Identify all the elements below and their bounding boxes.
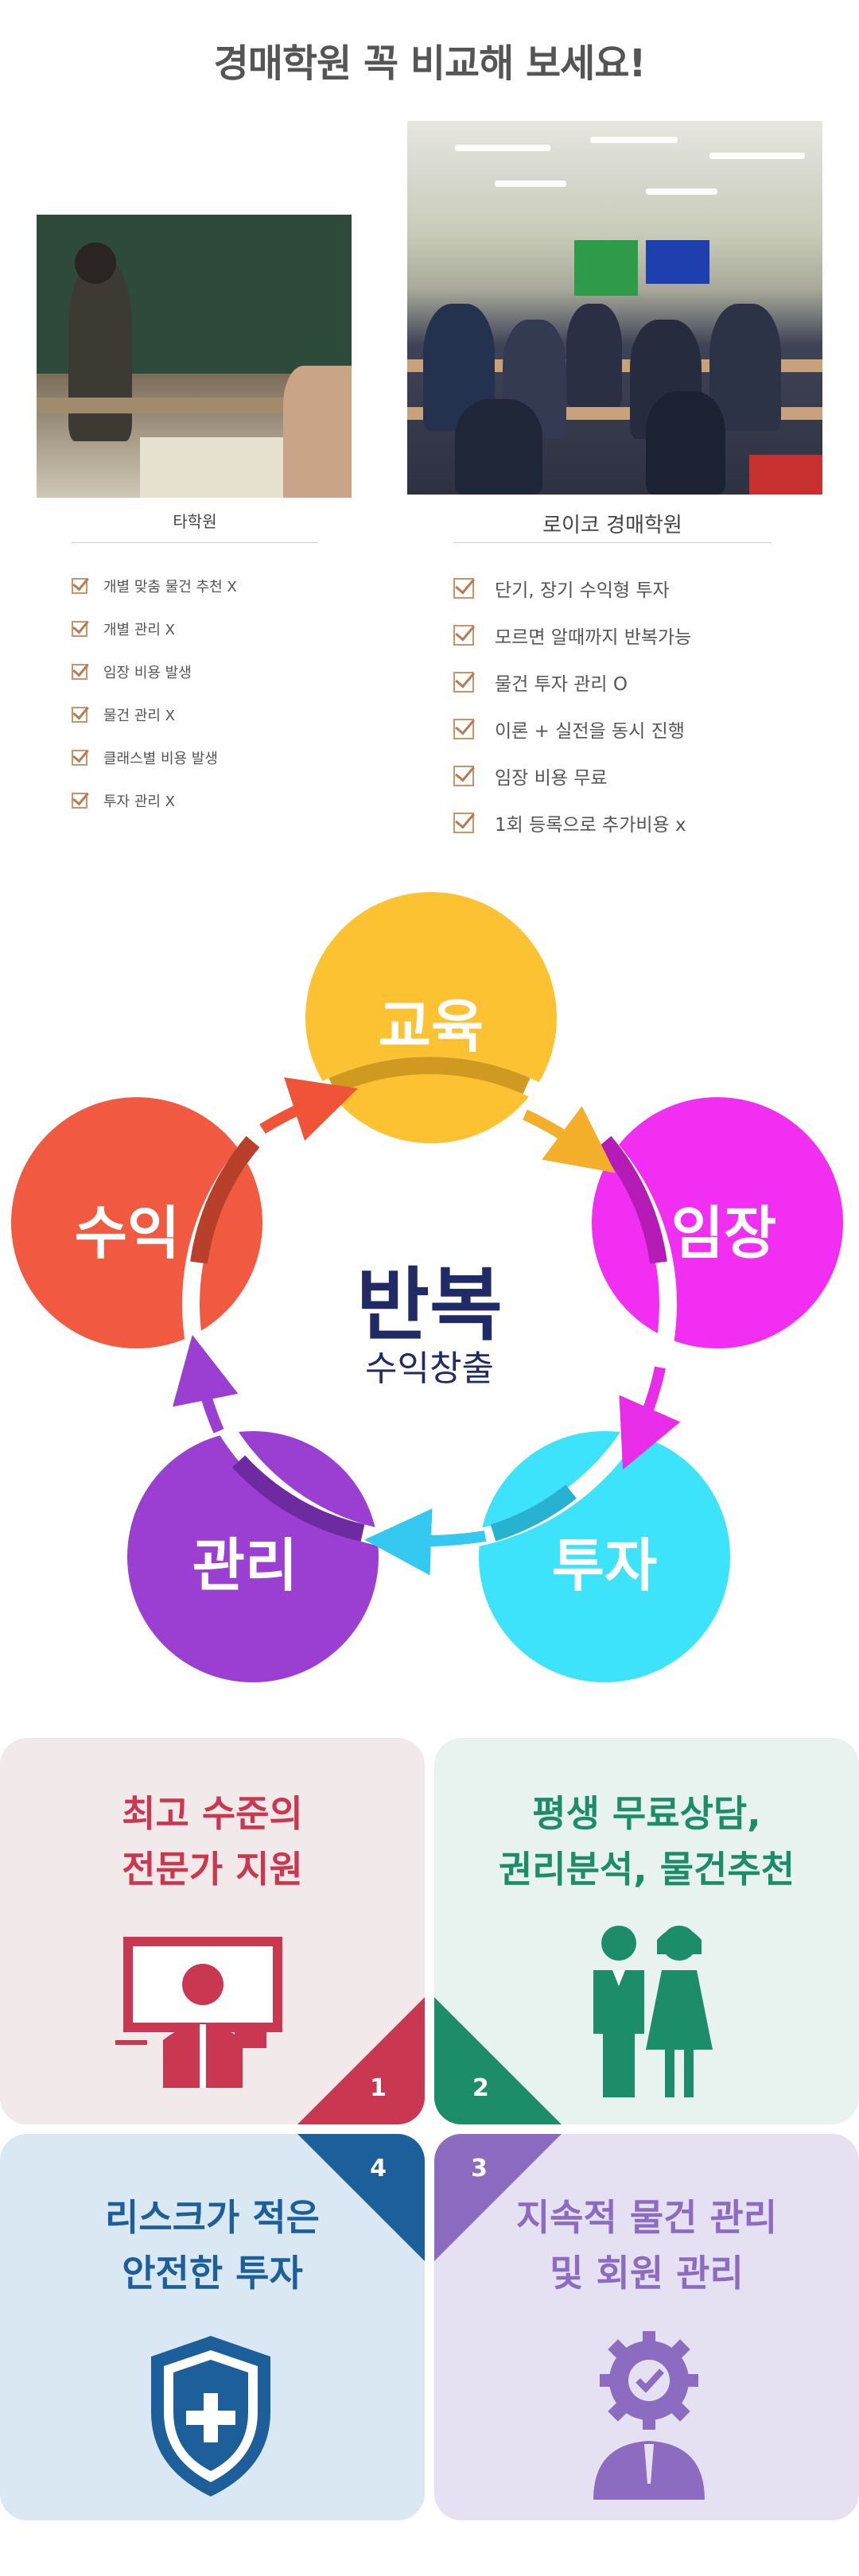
feature-card-lifetime-consulting: 평생 무료상담, 권리분석, 물건추천 2: [434, 1738, 859, 2124]
checkbox-icon: [72, 750, 87, 766]
checkbox-icon: [453, 812, 474, 833]
list-item: 투자 관리 X: [72, 779, 237, 822]
ring-shade-profit: [190, 1135, 260, 1264]
card-number: 4: [370, 2155, 387, 2182]
checkbox-icon: [453, 577, 474, 599]
royco-academy-caption: 로이코 경매학원: [542, 514, 682, 537]
other-academy-caption: 타학원: [173, 512, 217, 531]
card-title-line: 평생 무료상담,: [532, 1792, 761, 1835]
feature-card-ongoing-management: 3 지속적 물건 관리 및 회원 관리: [434, 2134, 859, 2520]
node-circle-field-trip: [592, 1097, 843, 1348]
checkbox-icon: [72, 621, 87, 637]
card-title-line: 권리분석, 물건추천: [498, 1848, 795, 1891]
couple-icon: [593, 1926, 713, 2097]
cycle-center-subtitle: 수익창출: [365, 1348, 494, 1389]
card-title-line: 안전한 투자: [122, 2252, 303, 2295]
card-number-corner: [434, 1997, 562, 2124]
classroom-photo-other: [37, 215, 352, 498]
node-label-management: 관리: [192, 1532, 298, 1599]
card-number: 1: [370, 2074, 387, 2102]
list-item: 개별 관리 X: [72, 607, 237, 650]
feature-card-safe-investment: 4 리스크가 적은 안전한 투자: [0, 2134, 425, 2520]
card-number: 2: [472, 2074, 489, 2102]
other-academy-list: 개별 맞춤 물건 추천 X 개별 관리 X 임장 비용 발생 물건 관리 X 클…: [72, 564, 237, 822]
checkbox-icon: [72, 578, 87, 594]
checkbox-icon: [72, 793, 87, 809]
cycle-arrow: [523, 1106, 616, 1174]
checkbox-icon: [453, 765, 474, 786]
card-number: 3: [471, 2155, 488, 2182]
list-item: 1회 등록으로 추가비용 x: [453, 799, 691, 846]
list-item: 이론 + 실전을 동시 진행: [453, 705, 691, 752]
page-title: 경매학원 꼭 비교해 보세요!: [213, 41, 647, 86]
checkbox-icon: [453, 671, 474, 692]
teacher-icon: [115, 1937, 282, 2088]
card-title-line: 및 회원 관리: [550, 2252, 744, 2295]
card-title-line: 리스크가 적은: [105, 2196, 320, 2239]
checkbox-icon: [453, 718, 474, 739]
cycle-arrow: [259, 1077, 358, 1141]
royco-academy-list: 단기, 장기 수익형 투자 모르면 알때까지 반복가능 물건 투자 관리 O 이…: [453, 564, 691, 846]
cycle-arrow: [364, 1508, 487, 1576]
card-title-line: 전문가 지원: [122, 1848, 303, 1891]
checkbox-icon: [72, 707, 87, 723]
list-item: 클래스별 비용 발생: [72, 736, 237, 779]
node-label-education: 교육: [378, 993, 484, 1060]
checkbox-icon: [453, 624, 474, 646]
list-item: 개별 맞춤 물건 추천 X: [72, 564, 237, 607]
card-title-line: 지속적 물건 관리: [515, 2196, 778, 2239]
checkbox-icon: [72, 664, 87, 680]
ring-shade-management: [231, 1455, 365, 1542]
card-number-corner: [434, 2134, 562, 2261]
divider: [72, 542, 318, 543]
card-number-corner: [297, 2134, 425, 2261]
cycle-arrow: [173, 1334, 239, 1433]
list-item: 물건 관리 X: [72, 693, 237, 736]
list-item: 임장 비용 발생: [72, 650, 237, 693]
cycle-diagram: 교육 임장 투자 관리 수익 반복 수익창출: [0, 890, 859, 1693]
divider: [453, 542, 772, 543]
list-item: 모르면 알때까지 반복가능: [453, 611, 691, 658]
ring-shade-investment: [490, 1484, 577, 1542]
ring-shade-education: [328, 1057, 531, 1095]
list-item: 임장 비용 무료: [453, 752, 691, 799]
card-title-line: 최고 수준의: [122, 1792, 303, 1835]
shield-icon: [151, 2336, 270, 2496]
classroom-photo-royco: [407, 121, 822, 495]
card-number-corner: [297, 1997, 425, 2124]
list-item: 물건 투자 관리 O: [453, 658, 691, 705]
node-label-field-trip: 임장: [670, 1200, 777, 1267]
node-label-investment: 투자: [551, 1532, 658, 1599]
node-circle-management: [127, 1431, 379, 1682]
list-item: 단기, 장기 수익형 투자: [453, 564, 691, 611]
gear-person-icon: [593, 2331, 705, 2500]
feature-card-expert-support: 최고 수준의 전문가 지원 1: [0, 1738, 425, 2124]
node-circle-investment: [479, 1431, 730, 1682]
node-label-profit: 수익: [74, 1200, 181, 1267]
cycle-center-title: 반복: [356, 1259, 503, 1352]
cycle-arrow: [619, 1366, 681, 1470]
